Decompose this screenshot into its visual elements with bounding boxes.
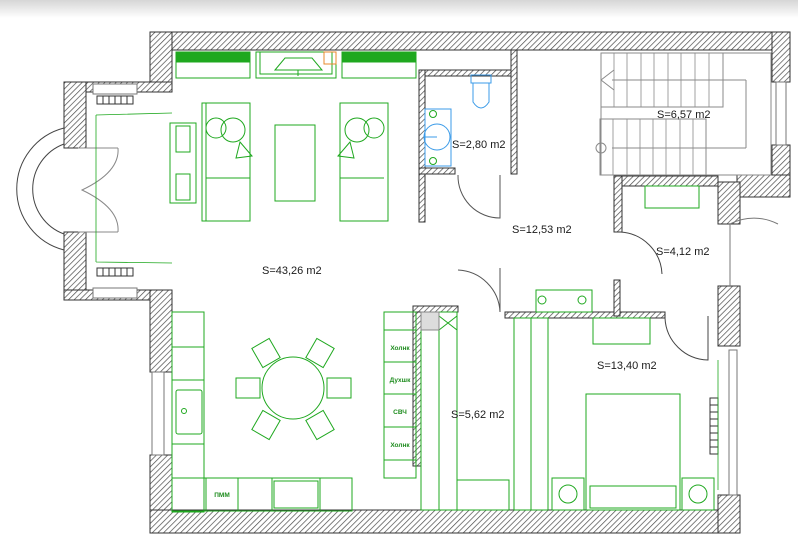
area-wardrobe: S=5,62 m2	[451, 409, 505, 421]
room-labels: S=43,26 m2 S=2,80 m2 S=12,53 m2 S=6,57 m…	[262, 109, 711, 421]
viewer-header-bar	[0, 0, 798, 18]
windows	[92, 81, 787, 496]
living-furniture	[169, 51, 417, 222]
label-dishwasher: ПММ	[214, 492, 230, 499]
wardrobe-furniture	[420, 311, 549, 511]
boiler-equipment	[644, 185, 700, 209]
area-bedroom: S=13,40 m2	[597, 360, 657, 372]
staircase	[595, 52, 772, 176]
doors	[16, 127, 779, 361]
area-bathroom: S=2,80 m2	[452, 139, 506, 151]
area-boiler-room: S=4,12 m2	[656, 246, 710, 258]
area-stairs: S=6,57 m2	[657, 109, 711, 121]
radiator-bedroom	[709, 397, 719, 455]
area-living-kitchen: S=43,26 m2	[262, 265, 322, 277]
label-fridge-2: Холнк	[390, 442, 410, 449]
appliance-labels: Холнк Духшк СВЧ Холнк ПММ	[214, 345, 411, 499]
label-microwave: СВЧ	[393, 409, 407, 416]
label-oven: Духшк	[390, 377, 411, 384]
area-hall: S=12,53 m2	[512, 224, 572, 236]
kitchen-furniture	[171, 311, 417, 513]
bedroom-furniture	[535, 289, 715, 511]
walls	[63, 31, 791, 534]
stair-treads	[612, 53, 710, 175]
label-fridge-1: Холнк	[390, 345, 410, 352]
bathroom-fixtures	[423, 74, 492, 167]
curtains	[95, 112, 719, 490]
